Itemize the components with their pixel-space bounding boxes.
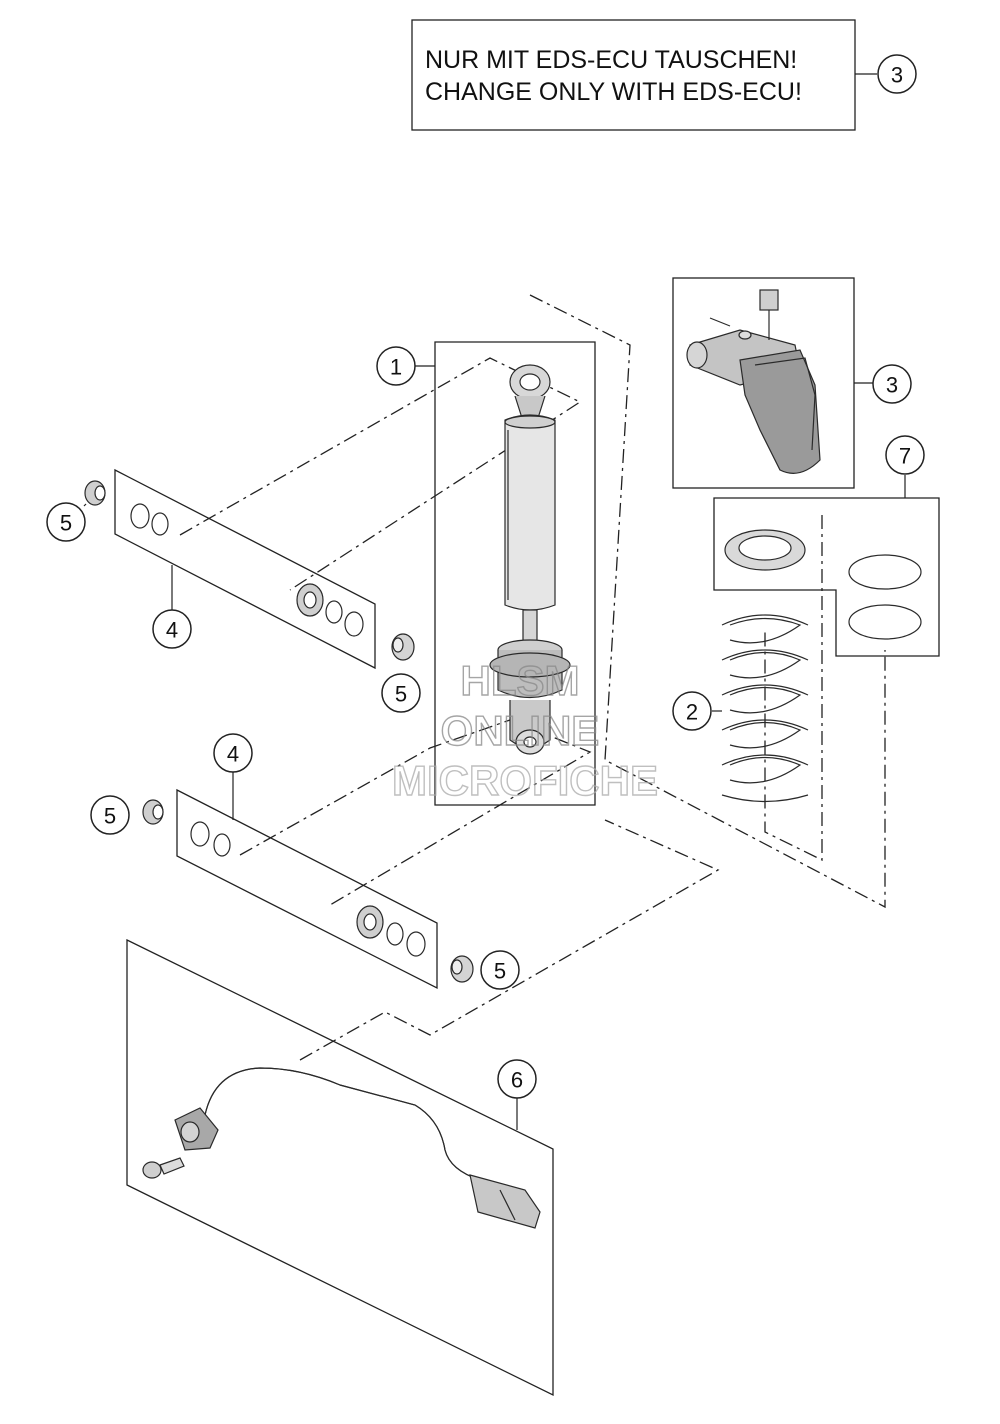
callout-notice-label: 3 [891, 63, 903, 88]
notice-box: NUR MIT EDS-ECU TAUSCHEN! CHANGE ONLY WI… [411, 19, 917, 131]
notice-line-2: CHANGE ONLY WITH EDS-ECU! [425, 78, 802, 106]
spring-retainer-kit[interactable]: 7 [713, 435, 940, 657]
callout-2-label: 2 [686, 700, 698, 725]
damper-body [504, 414, 556, 611]
callout-bush-upper-left[interactable]: 5 [46, 502, 86, 542]
spring-retainer-frame [713, 497, 940, 657]
callout-spring[interactable]: 2 [672, 691, 712, 731]
eds-valve[interactable]: 3 [672, 277, 912, 489]
callout-bush-lower-right[interactable]: 5 [480, 950, 520, 990]
bush-lower-right[interactable]: 5 [450, 950, 520, 990]
callout-wiring-harness[interactable]: 6 [497, 1059, 537, 1099]
bearing-kit-lower[interactable]: 4 [176, 733, 438, 990]
watermark-line-1: HLSM [461, 657, 580, 704]
callout-5a-label: 5 [60, 511, 72, 536]
piston-rod [522, 609, 538, 643]
callout-spring-retainer-kit[interactable]: 7 [885, 435, 925, 475]
bush-upper-right[interactable]: 5 [381, 633, 421, 713]
callout-3-label: 3 [886, 373, 898, 398]
callout-4a-label: 4 [166, 618, 178, 643]
seal-ring-1 [130, 503, 150, 529]
bush-lower-left[interactable]: 5 [90, 795, 164, 835]
watermark: HLSM ONLINE MICROFICHE [391, 656, 658, 804]
watermark-line-2: ONLINE [441, 707, 600, 754]
notice-frame [411, 19, 856, 131]
callout-notice[interactable]: 3 [877, 54, 917, 94]
retaining-ring-1 [848, 554, 922, 590]
bearing-kit-upper-frame [114, 468, 376, 670]
watermark-line-3: MICROFICHE [392, 757, 658, 804]
callout-bush-lower-left[interactable]: 5 [90, 795, 130, 835]
retaining-ring-2 [848, 604, 922, 640]
callout-eds-valve[interactable]: 3 [872, 364, 912, 404]
callout-shock-absorber[interactable]: 1 [376, 346, 416, 386]
plug-connector [469, 1174, 541, 1229]
callout-5b-label: 5 [395, 682, 407, 707]
bearing-kit-lower-frame [176, 788, 438, 990]
bearing-kit-upper[interactable]: 4 [114, 468, 376, 670]
spring[interactable]: 2 [672, 614, 809, 803]
callout-bush-upper-right[interactable]: 5 [381, 673, 421, 713]
callout-5c-label: 5 [104, 804, 116, 829]
screw [142, 1161, 162, 1179]
callout-bearing-kit-upper[interactable]: 4 [152, 609, 192, 649]
callout-bearing-kit-lower[interactable]: 4 [213, 733, 253, 773]
wiring-harness-frame [126, 938, 554, 1397]
callout-1-label: 1 [390, 355, 402, 380]
shock-absorber[interactable]: 1 [376, 341, 596, 806]
callout-5d-label: 5 [494, 959, 506, 984]
notice-line-1: NUR MIT EDS-ECU TAUSCHEN! [425, 46, 797, 74]
callout-4b-label: 4 [227, 742, 239, 767]
bush-upper-left[interactable]: 5 [46, 480, 106, 542]
shock-absorber-frame [434, 341, 596, 806]
wiring-harness[interactable]: 6 [126, 938, 554, 1397]
callout-6-label: 6 [511, 1068, 523, 1093]
callout-7-label: 7 [899, 444, 911, 469]
